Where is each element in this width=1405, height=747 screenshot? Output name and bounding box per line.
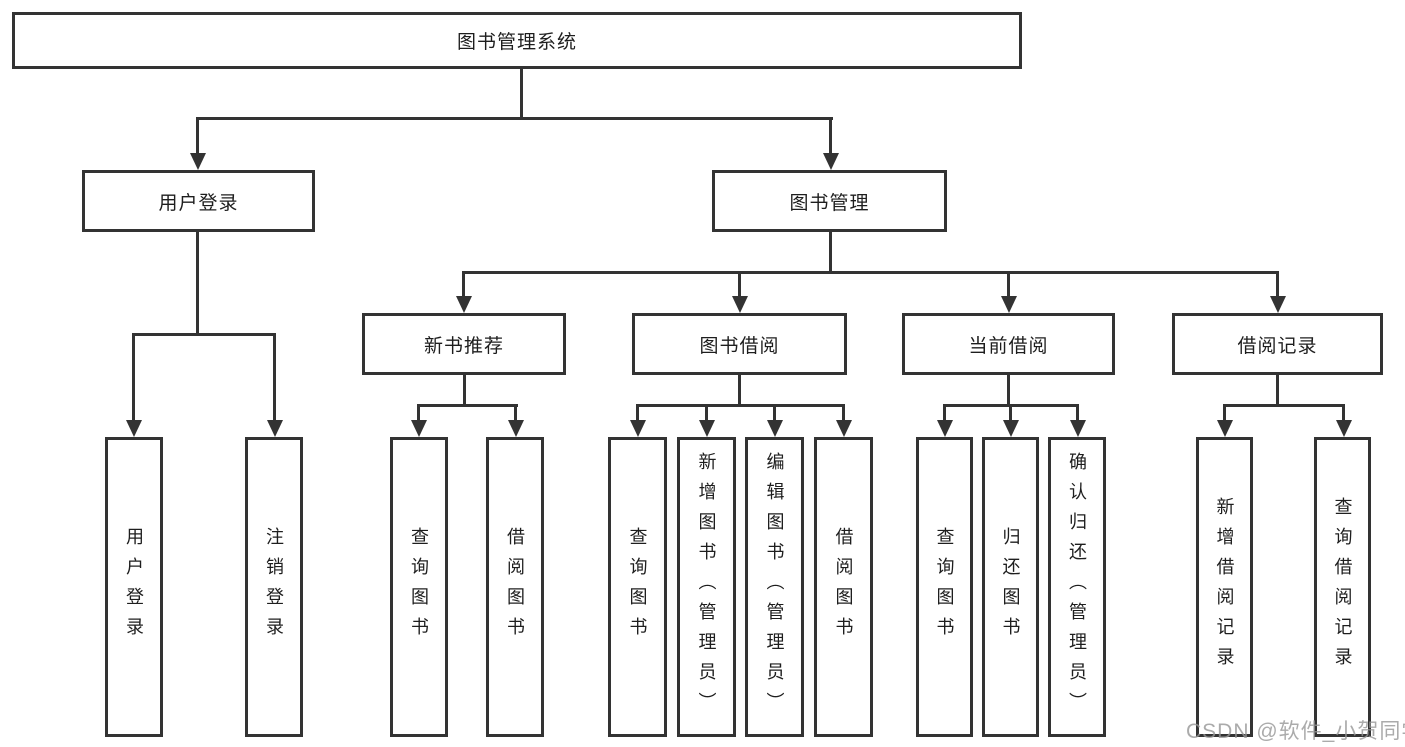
connector-mgmt-bar — [462, 271, 1279, 274]
node-new-book-recommend: 新书推荐 — [362, 313, 566, 375]
connector-recommend-drop-2 — [514, 404, 517, 422]
node-current-borrow: 当前借阅 — [902, 313, 1115, 375]
leaf-add-borrow-record: 新增借阅记录 — [1196, 437, 1253, 737]
connector-current-drop-1 — [943, 404, 946, 422]
connector-records-bar — [1223, 404, 1345, 407]
node-book-management-label: 图书管理 — [789, 192, 870, 214]
connector-recommend-drop-1 — [417, 404, 420, 422]
leaf-add-books-admin-label: 新增图书（管理员） — [696, 452, 717, 722]
arrowhead-down-icon — [411, 420, 427, 437]
leaf-borrow-books-1-label: 借阅图书 — [505, 527, 525, 647]
node-book-borrow: 图书借阅 — [632, 313, 847, 375]
arrowhead-down-icon — [836, 420, 852, 437]
leaf-query-borrow-record: 查询借阅记录 — [1314, 437, 1371, 737]
leaf-add-borrow-record-label: 新增借阅记录 — [1214, 497, 1235, 677]
arrowhead-down-icon — [767, 420, 783, 437]
connector-root-bar — [196, 117, 833, 120]
connector-current-drop-2 — [1009, 404, 1012, 422]
leaf-confirm-return-admin-label: 确认归还（管理员） — [1067, 452, 1087, 722]
node-new-book-recommend-label: 新书推荐 — [423, 335, 504, 357]
connector-borrow-drop-3 — [773, 404, 776, 422]
arrowhead-down-icon — [508, 420, 524, 437]
connector-mgmt-stem — [829, 232, 832, 274]
node-root-label: 图书管理系统 — [456, 32, 577, 53]
leaf-query-books-1-label: 查询图书 — [409, 527, 429, 647]
arrowhead-down-icon — [1001, 296, 1017, 313]
csdn-watermark: CSDN @软件_小贺同学 — [1186, 720, 1405, 743]
connector-recommend-bar — [417, 404, 518, 407]
arrowhead-down-icon — [732, 296, 748, 313]
leaf-query-borrow-record-label: 查询借阅记录 — [1332, 497, 1353, 677]
connector-login-stem — [196, 232, 199, 335]
leaf-add-books-admin: 新增图书（管理员） — [677, 437, 736, 737]
connector-borrow-drop-2 — [705, 404, 708, 422]
arrowhead-down-icon — [630, 420, 646, 437]
leaf-return-books: 归还图书 — [982, 437, 1039, 737]
connector-root-drop-left — [196, 117, 199, 154]
leaf-logout-label: 注销登录 — [264, 527, 284, 647]
connector-borrow-stem — [738, 375, 741, 407]
leaf-logout: 注销登录 — [245, 437, 303, 737]
leaf-user-login: 用户登录 — [105, 437, 163, 737]
node-current-borrow-label: 当前借阅 — [968, 335, 1049, 357]
leaf-query-books-1: 查询图书 — [390, 437, 448, 737]
arrowhead-down-icon — [1070, 420, 1086, 437]
leaf-confirm-return-admin: 确认归还（管理员） — [1048, 437, 1106, 737]
connector-login-bar — [132, 333, 276, 336]
arrowhead-down-icon — [1270, 296, 1286, 313]
connector-root-stem — [520, 68, 523, 119]
arrowhead-down-icon — [699, 420, 715, 437]
arrowhead-down-icon — [1217, 420, 1233, 437]
arrowhead-down-icon — [823, 153, 839, 170]
leaf-query-books-2-label: 查询图书 — [627, 527, 648, 647]
arrowhead-down-icon — [126, 420, 142, 437]
arrowhead-down-icon — [456, 296, 472, 313]
connector-recommend-stem — [463, 375, 466, 407]
connector-login-drop-2 — [273, 333, 276, 421]
arrowhead-down-icon — [267, 420, 283, 437]
node-root: 图书管理系统 — [12, 12, 1022, 69]
connector-records-drop-2 — [1342, 404, 1345, 422]
connector-mgmt-drop-3 — [1007, 271, 1010, 297]
arrowhead-down-icon — [1003, 420, 1019, 437]
connector-mgmt-drop-1 — [462, 271, 465, 297]
connector-borrow-drop-4 — [842, 404, 845, 422]
leaf-borrow-books-1: 借阅图书 — [486, 437, 544, 737]
connector-root-drop-right — [829, 117, 832, 154]
leaf-borrow-books-2: 借阅图书 — [814, 437, 873, 737]
leaf-query-books-3-label: 查询图书 — [934, 527, 955, 647]
connector-current-stem — [1007, 375, 1010, 407]
connector-login-drop-1 — [132, 333, 135, 421]
node-user-login: 用户登录 — [82, 170, 315, 232]
node-book-borrow-label: 图书借阅 — [699, 335, 780, 357]
connector-borrow-drop-1 — [636, 404, 639, 422]
leaf-edit-books-admin-label: 编辑图书（管理员） — [764, 452, 785, 722]
leaf-borrow-books-2-label: 借阅图书 — [833, 527, 854, 647]
node-book-management: 图书管理 — [712, 170, 947, 232]
node-borrow-records-label: 借阅记录 — [1237, 335, 1318, 357]
leaf-user-login-label: 用户登录 — [124, 527, 144, 647]
leaf-query-books-3: 查询图书 — [916, 437, 973, 737]
node-user-login-label: 用户登录 — [158, 192, 239, 214]
connector-borrow-bar — [636, 404, 845, 407]
connector-current-drop-3 — [1076, 404, 1079, 422]
connector-mgmt-drop-2 — [738, 271, 741, 297]
connector-records-drop-1 — [1223, 404, 1226, 422]
node-borrow-records: 借阅记录 — [1172, 313, 1383, 375]
leaf-query-books-2: 查询图书 — [608, 437, 667, 737]
leaf-return-books-label: 归还图书 — [1000, 527, 1021, 647]
arrowhead-down-icon — [190, 153, 206, 170]
arrowhead-down-icon — [937, 420, 953, 437]
connector-records-stem — [1276, 375, 1279, 407]
leaf-edit-books-admin: 编辑图书（管理员） — [745, 437, 804, 737]
arrowhead-down-icon — [1336, 420, 1352, 437]
connector-mgmt-drop-4 — [1276, 271, 1279, 297]
